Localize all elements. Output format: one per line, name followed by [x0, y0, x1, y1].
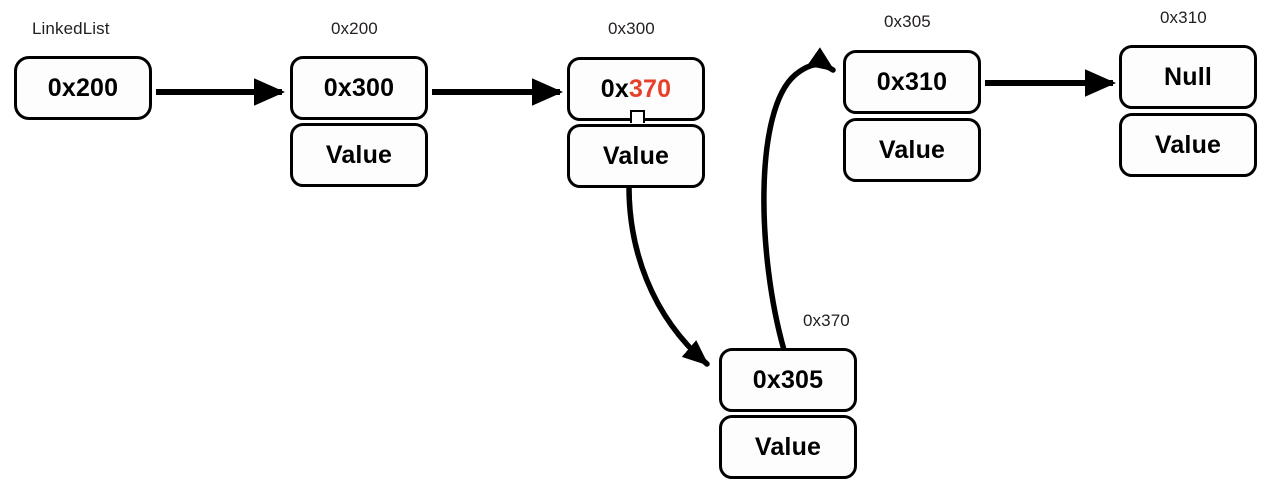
cell-text-0x370-value: Value — [754, 432, 822, 461]
node-label-0x370: 0x370 — [803, 311, 850, 330]
edge-0x300-to-0x370 — [626, 184, 710, 367]
cell-text-0x300-pointer: 0x370 — [600, 74, 672, 103]
cell-0x200-value[interactable]: Value — [290, 123, 428, 187]
cell-text-0x370-pointer: 0x305 — [752, 365, 824, 394]
cell-0x305-value[interactable]: Value — [843, 118, 981, 182]
cell-text-0x305-value: Value — [878, 135, 946, 164]
cell-0x305-pointer[interactable]: 0x310 — [843, 50, 981, 114]
cell-0x310-pointer[interactable]: Null — [1119, 45, 1257, 109]
cell-text-linkedlist-pointer: 0x200 — [47, 73, 119, 102]
node-label-linkedlist: LinkedList — [32, 19, 110, 38]
cell-text-0x305-pointer: 0x310 — [876, 67, 948, 96]
edge-0x370-to-0x305 — [761, 47, 836, 353]
node-label-0x310: 0x310 — [1160, 8, 1207, 27]
cell-0x310-value[interactable]: Value — [1119, 113, 1257, 177]
node-label-0x200: 0x200 — [331, 19, 378, 38]
cell-0x370-pointer[interactable]: 0x305 — [719, 348, 857, 412]
cell-text-0x310-value: Value — [1154, 130, 1222, 159]
cell-0x300-value[interactable]: Value — [567, 124, 705, 188]
cell-text-0x310-pointer: Null — [1163, 62, 1213, 91]
cell-0x200-pointer[interactable]: 0x300 — [290, 56, 428, 120]
cell-text-0x200-value: Value — [325, 140, 393, 169]
cell-text-0x300-pointer-accent: 370 — [628, 74, 672, 103]
erased-connector-notch — [630, 110, 645, 123]
node-label-0x300: 0x300 — [608, 19, 655, 38]
cell-linkedlist-pointer[interactable]: 0x200 — [14, 56, 152, 120]
cell-text-0x300-pointer-prefix: 0x — [600, 74, 629, 103]
cell-0x370-value[interactable]: Value — [719, 415, 857, 479]
cell-text-0x200-pointer: 0x300 — [323, 73, 395, 102]
cell-text-0x300-value: Value — [602, 141, 670, 170]
node-label-0x305: 0x305 — [884, 12, 931, 31]
